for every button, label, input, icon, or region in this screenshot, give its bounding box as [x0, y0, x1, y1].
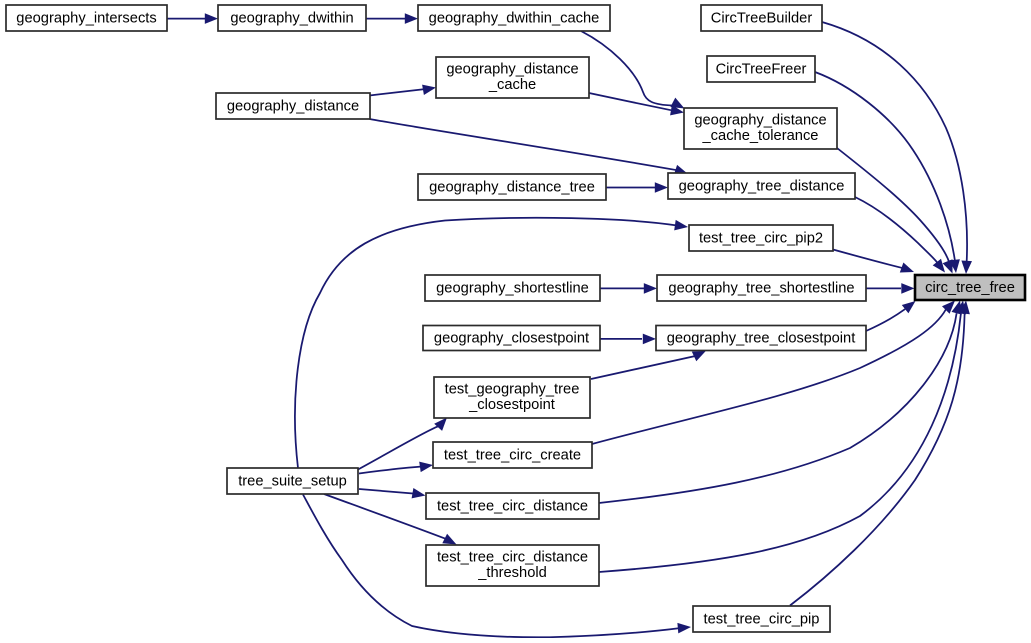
svg-text:_cache_tolerance: _cache_tolerance — [702, 128, 819, 144]
svg-text:test_tree_circ_create: test_tree_circ_create — [444, 448, 581, 464]
svg-text:_closestpoint: _closestpoint — [468, 397, 555, 413]
svg-text:_cache: _cache — [488, 77, 536, 93]
svg-text:geography_dwithin: geography_dwithin — [230, 11, 353, 27]
svg-text:CircTreeFreer: CircTreeFreer — [716, 62, 807, 78]
svg-text:geography_closestpoint: geography_closestpoint — [434, 331, 589, 347]
svg-text:geography_intersects: geography_intersects — [16, 11, 156, 27]
svg-text:geography_tree_shortestline: geography_tree_shortestline — [668, 281, 854, 297]
svg-text:geography_distance: geography_distance — [446, 62, 578, 78]
svg-text:geography_tree_closestpoint: geography_tree_closestpoint — [667, 331, 856, 347]
svg-text:test_tree_circ_distance: test_tree_circ_distance — [437, 550, 588, 566]
svg-text:geography_distance: geography_distance — [227, 99, 359, 115]
svg-text:geography_distance: geography_distance — [694, 113, 826, 129]
svg-text:test_tree_circ_pip: test_tree_circ_pip — [704, 612, 820, 628]
svg-text:_threshold: _threshold — [477, 565, 547, 581]
svg-text:geography_dwithin_cache: geography_dwithin_cache — [429, 11, 600, 27]
svg-text:circ_tree_free: circ_tree_free — [925, 280, 1015, 296]
svg-text:test_tree_circ_distance: test_tree_circ_distance — [437, 499, 588, 515]
svg-text:tree_suite_setup: tree_suite_setup — [238, 474, 347, 490]
svg-text:geography_tree_distance: geography_tree_distance — [679, 179, 845, 195]
svg-text:geography_shortestline: geography_shortestline — [436, 281, 589, 297]
svg-text:test_tree_circ_pip2: test_tree_circ_pip2 — [699, 231, 823, 247]
svg-text:test_geography_tree: test_geography_tree — [445, 382, 580, 398]
svg-text:CircTreeBuilder: CircTreeBuilder — [711, 11, 813, 27]
svg-text:geography_distance_tree: geography_distance_tree — [429, 180, 595, 196]
